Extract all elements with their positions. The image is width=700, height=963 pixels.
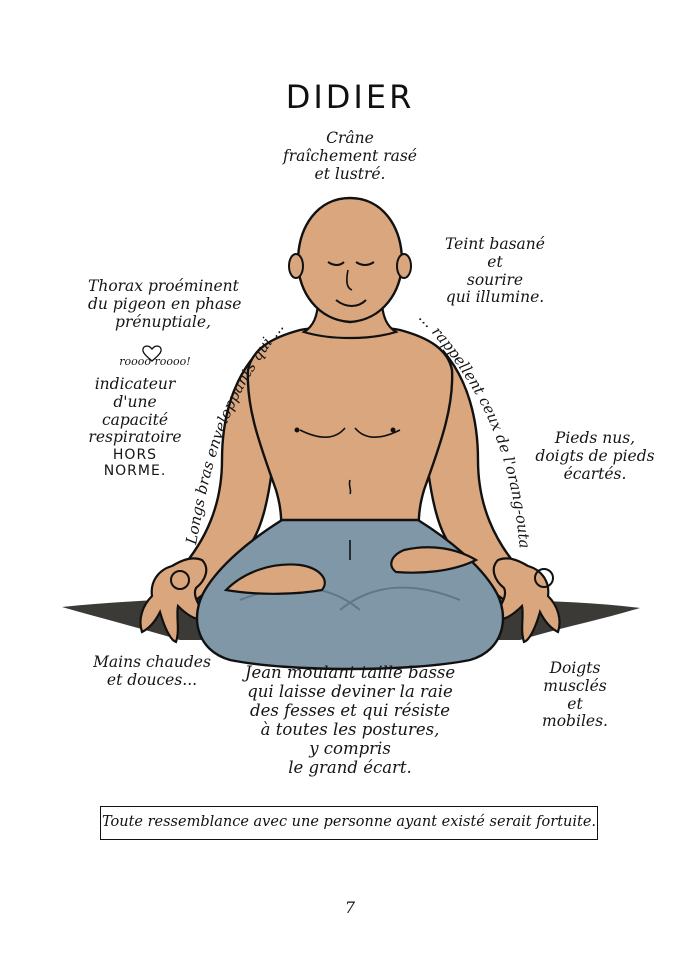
note-skull: Crâne fraîchement rasé et lustré. bbox=[283, 129, 417, 183]
note-jeans: Jean moulant taille basse qui laisse dev… bbox=[244, 663, 456, 777]
right-foot bbox=[390, 546, 479, 574]
note-heart-line: roooo roooo! bbox=[119, 355, 191, 368]
head bbox=[296, 196, 404, 324]
left-foot bbox=[223, 563, 326, 595]
right-finger-ring bbox=[534, 568, 554, 588]
note-feet: Pieds nus, doigts de pieds écartés. bbox=[535, 429, 655, 483]
page-title: DIDIER bbox=[285, 78, 415, 116]
page-number: 7 bbox=[344, 898, 356, 917]
note-hands: Mains chaudes et douces... bbox=[93, 653, 211, 689]
heart-icon bbox=[142, 345, 162, 362]
left-finger-ring bbox=[170, 570, 190, 590]
note-indicator: indicateur d'une capacité respiratoire H… bbox=[88, 375, 182, 480]
torso bbox=[246, 325, 454, 542]
note-fingers: Doigts musclés et mobiles. bbox=[542, 659, 608, 731]
note-complexion: Teint basané et sourire qui illumine. bbox=[445, 235, 545, 307]
right-hand bbox=[492, 557, 561, 644]
note-thorax: Thorax proéminent du pigeon en phase pré… bbox=[88, 277, 242, 331]
disclaimer-box: Toute ressemblance avec une personne aya… bbox=[100, 806, 598, 840]
